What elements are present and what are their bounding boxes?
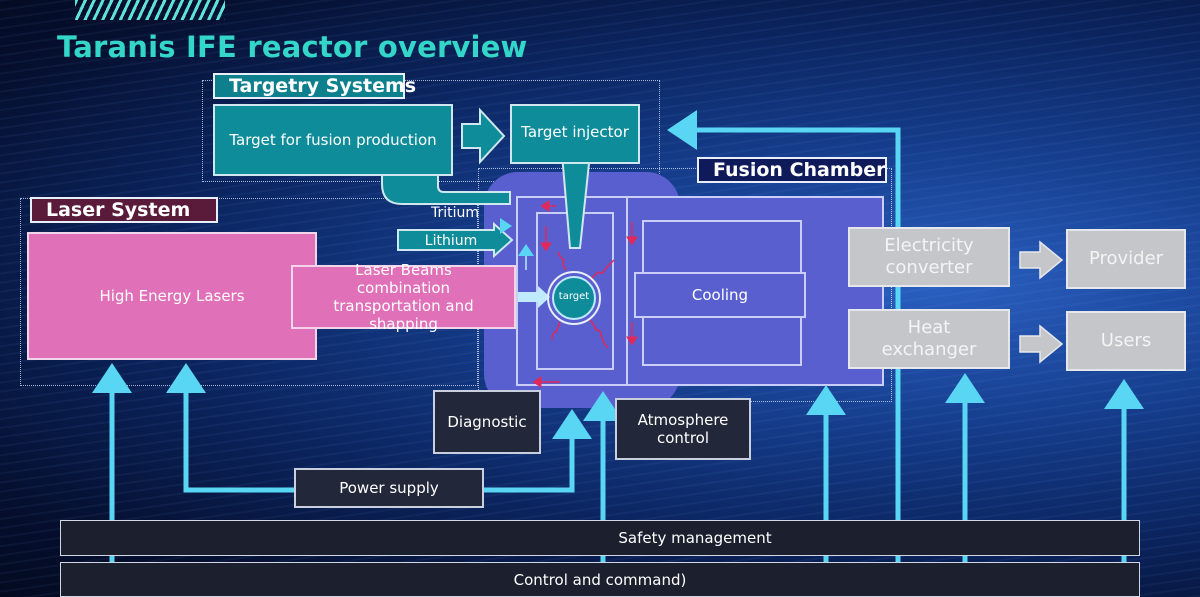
lithium-arrow	[397, 221, 514, 259]
electricity-converter-box: Electricity converter	[848, 227, 1010, 287]
to-provider-arrow	[1019, 240, 1064, 280]
laser-beams-box: Laser Beams combination transportation a…	[291, 261, 516, 333]
power-to-diagnostic-line	[484, 409, 592, 493]
heat-exchanger-box: Heat exchanger	[848, 309, 1010, 369]
cooling-box: Cooling	[634, 272, 806, 318]
target-injector-box: Target injector	[510, 104, 640, 164]
tritium-label: Tritium	[430, 205, 480, 221]
radiation-wave-3	[551, 321, 561, 341]
page-title: Taranis IFE reactor overview	[57, 30, 528, 64]
laser-beam-arrow	[518, 286, 550, 308]
target-label: target	[558, 291, 590, 302]
injector-nozzle	[560, 153, 592, 249]
laser-system-tag: Laser System	[30, 197, 218, 223]
high-energy-lasers-box: High Energy Lasers	[27, 232, 317, 360]
decorative-stripes	[75, 0, 225, 20]
safety-management-bar: Safety management	[60, 520, 1140, 556]
radiation-wave-2	[589, 319, 609, 349]
radiation-wave-1	[589, 259, 615, 281]
power-to-lasers-line	[166, 363, 294, 493]
lithium-label: Lithium	[424, 233, 478, 249]
power-supply-box: Power supply	[294, 468, 484, 508]
control-to-injector-line	[667, 110, 901, 562]
targetry-systems-tag: Targetry Systems	[213, 73, 416, 99]
target-production-box: Target for fusion production	[213, 104, 453, 176]
radiation-wave-4	[557, 251, 567, 271]
fusion-chamber-tag: Fusion Chamber	[697, 157, 887, 183]
target-sphere	[552, 276, 596, 320]
production-to-injector-arrow	[461, 107, 506, 165]
provider-box: Provider	[1066, 229, 1186, 289]
to-users-arrow	[1019, 324, 1064, 364]
users-box: Users	[1066, 311, 1186, 371]
control-and-command-bar: Control and command)	[60, 562, 1140, 597]
target-outer-ring	[547, 271, 601, 325]
diagnostic-box: Diagnostic	[433, 390, 541, 454]
atmosphere-control-box: Atmosphere control	[615, 398, 751, 460]
